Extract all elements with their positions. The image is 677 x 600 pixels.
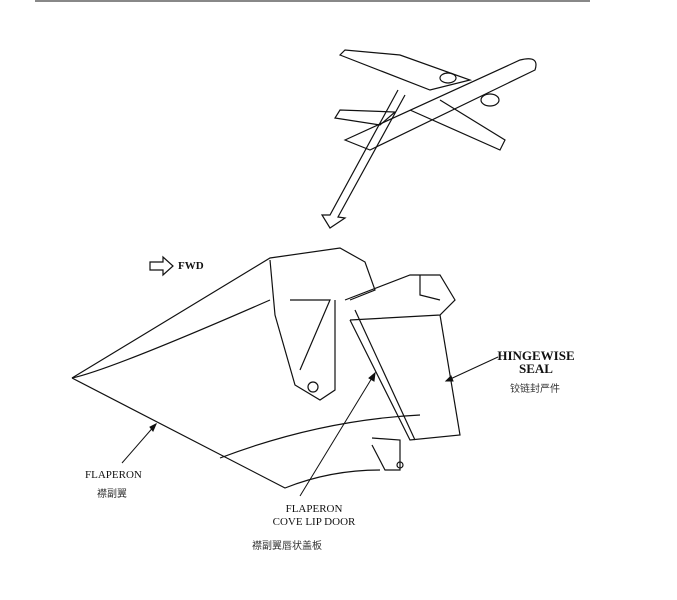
cove-lip-door-label-zh: 襟副翼唇状盖板 xyxy=(252,541,322,552)
hingewise-seal-label: HINGEWISE SEAL xyxy=(497,348,575,376)
flaperon-illustration xyxy=(71,247,461,489)
hingewise-seal-label-zh: 铰链封严件 xyxy=(510,384,560,395)
flaperon-label: FLAPERON xyxy=(85,469,142,481)
leader-lines xyxy=(121,356,499,497)
fwd-arrow-icon xyxy=(149,255,174,277)
airplane-illustration xyxy=(320,49,537,229)
fwd-label: FWD xyxy=(178,260,204,272)
flaperon-label-zh: 襟副翼 xyxy=(97,489,127,500)
cove-lip-door-label: FLAPERON COVE LIP DOOR xyxy=(272,503,356,528)
